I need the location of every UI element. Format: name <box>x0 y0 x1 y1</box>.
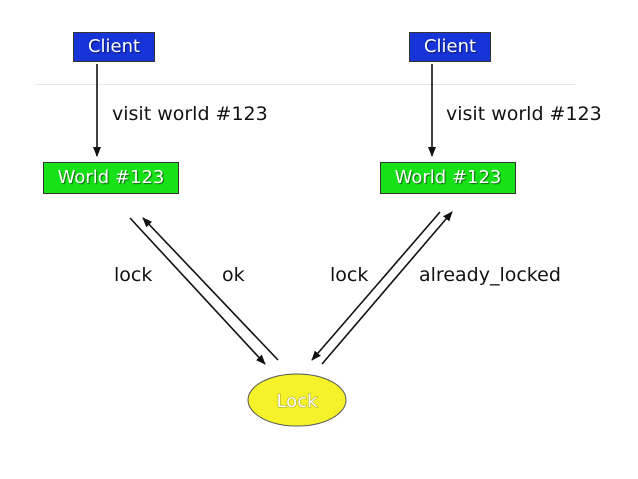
right-visit-label: visit world #123 <box>446 103 602 125</box>
right-already-locked-arrow <box>321 211 453 365</box>
right-lock-request-arrow <box>311 211 441 361</box>
left-client-box: Client <box>73 32 155 62</box>
left-visit-label: visit world #123 <box>112 103 268 125</box>
right-lock-label: lock <box>330 264 369 286</box>
divider-line <box>35 84 575 85</box>
lock-node-label: Lock <box>276 391 318 412</box>
left-ok-response-arrow <box>142 217 279 361</box>
left-lock-request-arrow <box>129 217 266 365</box>
left-lock-label: lock <box>114 264 153 286</box>
right-world-label: World #123 <box>394 167 502 188</box>
left-ok-label: ok <box>222 264 245 286</box>
left-world-box: World #123 <box>43 162 179 194</box>
right-world-box: World #123 <box>380 162 516 194</box>
lock-node <box>247 373 347 427</box>
right-client-label: Client <box>423 36 477 57</box>
left-world-label: World #123 <box>57 167 165 188</box>
right-already-locked-label: already_locked <box>419 264 561 286</box>
left-client-label: Client <box>87 36 141 57</box>
right-client-box: Client <box>409 32 491 62</box>
